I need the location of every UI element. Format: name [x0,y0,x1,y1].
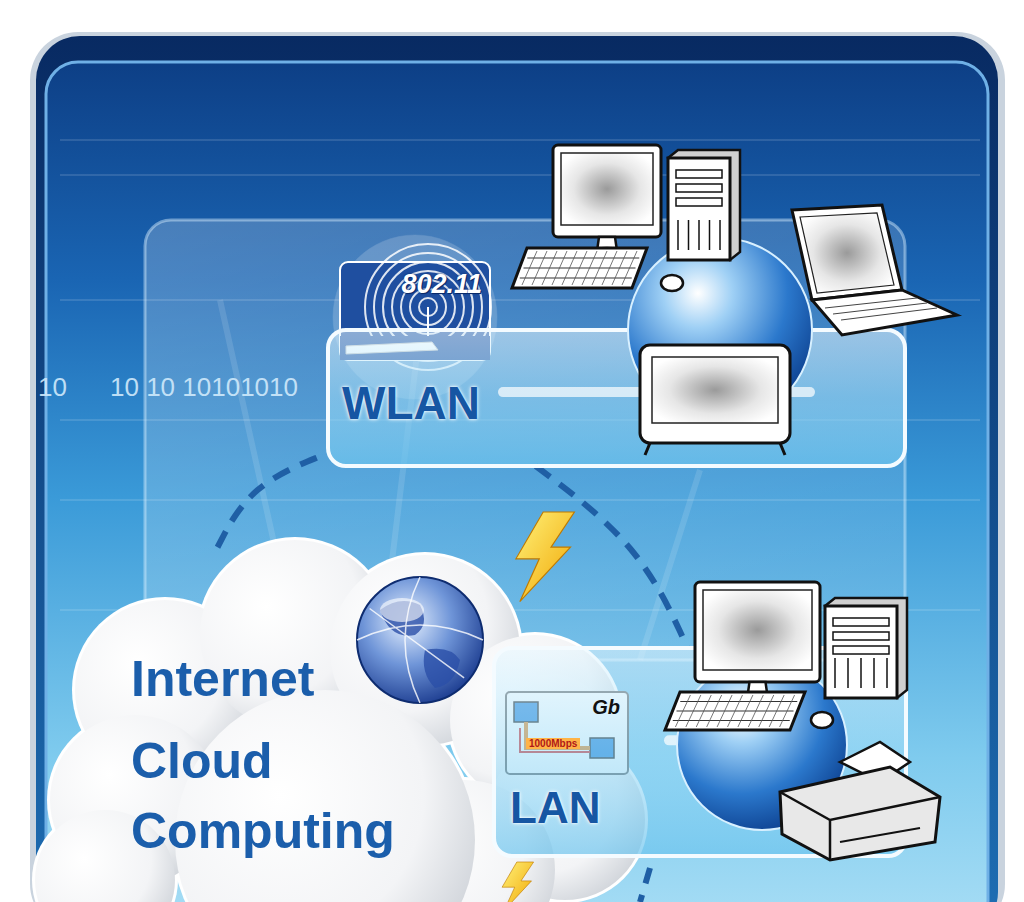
laptop-icon [792,205,957,335]
mouse-icon [661,275,683,291]
printer-icon [780,742,940,860]
cloud-label: Internet [131,652,314,707]
binary-text: 10 10 10101010 [110,372,298,403]
speed-label: 1000Mbps [526,738,580,749]
speed-label: Gb [592,696,620,718]
standard-label: 802.11 [401,270,482,300]
panel-ground [46,62,988,902]
band-label: WLAN [342,378,480,429]
binary-text: 10 [38,372,67,403]
lightning-bolt [516,512,575,602]
monitor-icon [695,582,820,707]
lightning-bolt [502,862,533,902]
tower-icon [825,598,907,698]
globe-icon [357,577,483,703]
band-label: LAN [510,784,600,832]
mouse-icon [811,712,833,728]
panel-frame [36,36,998,902]
panel-bevel [30,32,1005,902]
all-in-one-icon [640,345,790,455]
cloud-label: Cloud Computing [131,726,431,866]
keyboard-icon [665,692,805,730]
dashed-link [218,453,329,547]
dashed-link-stub [640,868,650,902]
monitor-icon [553,145,661,262]
tower-icon [668,150,740,260]
keyboard-icon [512,248,647,288]
